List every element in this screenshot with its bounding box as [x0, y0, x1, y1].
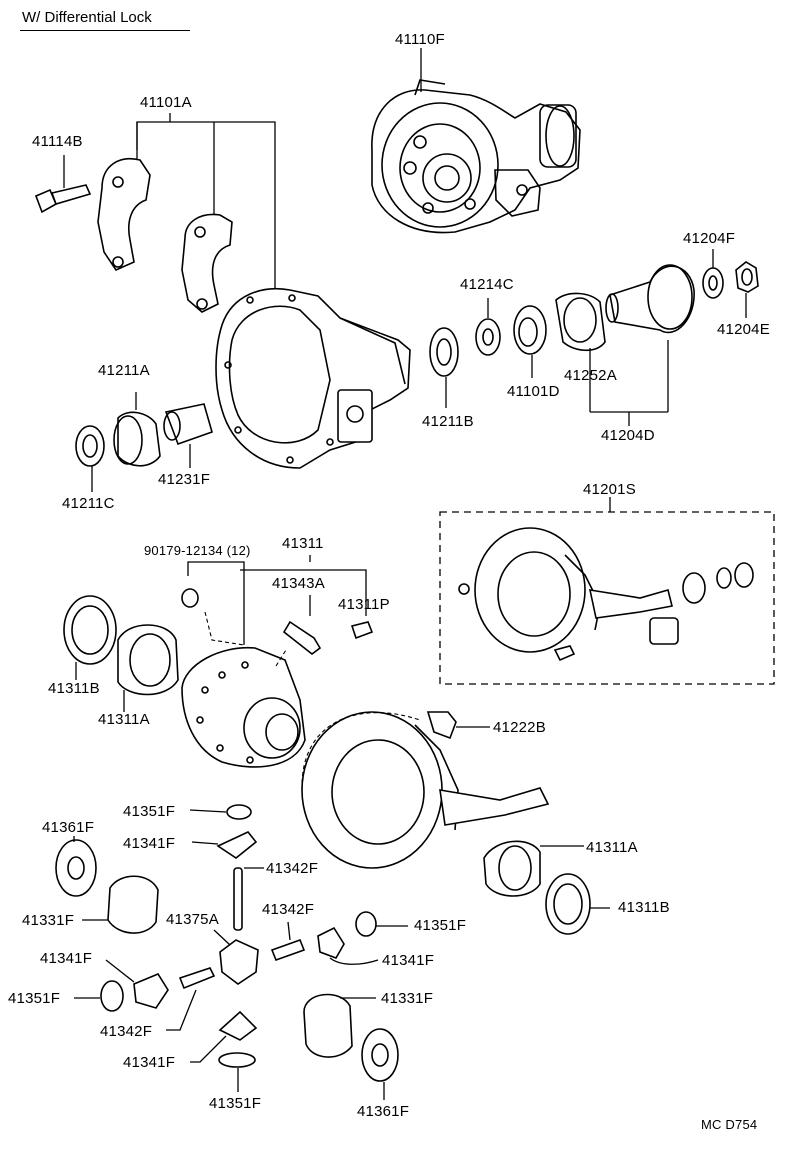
label-41201s: 41201S: [583, 481, 636, 498]
label-41222b: 41222B: [493, 719, 546, 736]
label-41351f-b: 41351F: [414, 917, 467, 934]
label-41311: 41311: [282, 535, 324, 552]
bolt-41114b-drawing: [34, 184, 92, 214]
carrier-assembly-drawing: [371, 79, 581, 234]
label-41101d: 41101D: [507, 383, 560, 400]
label-41341f-b: 41341F: [40, 950, 93, 967]
label-41311a-left: 41311A: [98, 711, 150, 728]
label-41341f-d: 41341F: [123, 1054, 176, 1071]
label-41331f-left: 41331F: [22, 912, 75, 929]
label-41311p: 41311P: [338, 596, 390, 613]
label-41311b-right: 41311B: [618, 899, 670, 916]
label-41110f: 41110F: [395, 31, 445, 48]
label-41342f-a: 41342F: [266, 860, 319, 877]
title-underline: [20, 30, 190, 31]
label-41361f-right: 41361F: [357, 1103, 410, 1120]
label-41311b-left: 41311B: [48, 680, 100, 697]
label-41114b: 41114B: [32, 133, 83, 150]
label-41341f-c: 41341F: [382, 952, 435, 969]
label-41341f-a: 41341F: [123, 835, 176, 852]
label-90179-12134: 90179-12134 (12): [144, 543, 251, 558]
label-41204f: 41204F: [683, 230, 736, 247]
label-41204d: 41204D: [601, 427, 655, 444]
label-41211b: 41211B: [422, 413, 474, 430]
label-41101a: 41101A: [140, 94, 192, 111]
ring-gear-drawing: [301, 711, 550, 869]
label-41214c: 41214C: [460, 276, 514, 293]
ring-pinion-set-drawing: [458, 527, 754, 662]
label-41211a: 41211A: [98, 362, 150, 379]
label-41375a: 41375A: [166, 911, 219, 928]
label-41351f-c: 41351F: [8, 990, 61, 1007]
label-41204e: 41204E: [717, 321, 770, 338]
diagram-code: MC D754: [701, 1117, 758, 1132]
label-41351f-a: 41351F: [123, 803, 176, 820]
label-41331f-right: 41331F: [381, 990, 434, 1007]
label-41351f-d: 41351F: [209, 1095, 262, 1112]
label-41311a-right: 41311A: [586, 839, 638, 856]
diagram-title: W/ Differential Lock: [22, 9, 152, 26]
companion-flange-drawing: [605, 264, 695, 334]
label-41343a: 41343A: [272, 575, 325, 592]
label-41342f-b: 41342F: [262, 901, 315, 918]
label-41211c: 41211C: [62, 495, 115, 512]
label-41361f-left: 41361F: [42, 819, 95, 836]
label-41342f-c: 41342F: [100, 1023, 153, 1040]
label-41252a: 41252A: [564, 367, 617, 384]
differential-carrier-housing-drawing: [215, 288, 411, 469]
differential-case-drawing: [181, 646, 306, 768]
label-41231f: 41231F: [158, 471, 211, 488]
